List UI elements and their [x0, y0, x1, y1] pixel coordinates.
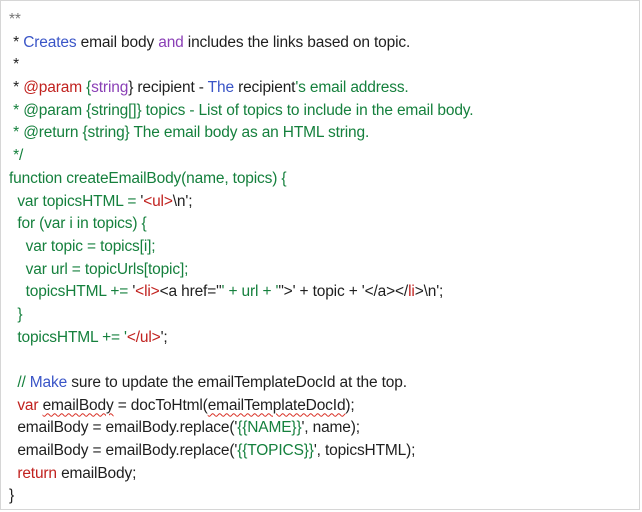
- misspelled-token: emailTemplateDocId: [207, 396, 346, 414]
- code-token: <a href=": [159, 283, 222, 301]
- code-token: and: [158, 33, 184, 51]
- code-line[interactable]: *: [9, 54, 473, 77]
- code-line[interactable]: var url = topicUrls[topic];: [9, 259, 473, 282]
- code-token: The: [207, 79, 234, 97]
- code-token: function createEmailBody(name, topics) {: [9, 169, 287, 187]
- code-line[interactable]: var emailBody = docToHtml(emailTemplateD…: [9, 395, 473, 418]
- code-token: ';: [160, 328, 168, 346]
- code-token: ">' + topic + '</a></: [278, 283, 409, 301]
- code-token: for (var i in topics) {: [9, 215, 147, 233]
- code-token: * @param {string[]} topics - List of top…: [9, 101, 474, 119]
- code-token: ' + url + ': [221, 283, 279, 301]
- code-token: <ul>: [143, 192, 173, 210]
- code-token: } recipient -: [128, 79, 208, 97]
- code-line[interactable]: function createEmailBody(name, topics) {: [9, 168, 473, 191]
- code-token: *: [9, 56, 20, 74]
- code-token: li: [408, 283, 415, 301]
- code-line[interactable]: */: [9, 145, 473, 168]
- code-token: {: [81, 79, 92, 97]
- code-token: var topicsHTML =: [9, 192, 141, 210]
- code-token: Creates: [23, 33, 77, 51]
- code-line[interactable]: * @param {string} recipient - The recipi…: [9, 77, 473, 100]
- code-line[interactable]: emailBody = emailBody.replace('{{NAME}}'…: [9, 417, 473, 440]
- code-token: ', name);: [301, 419, 360, 437]
- code-token: }: [9, 487, 15, 505]
- code-token: topicsHTML += ': [9, 328, 127, 346]
- code-line[interactable]: var topic = topics[i];: [9, 236, 473, 259]
- code-token: **: [9, 11, 21, 28]
- code-line[interactable]: [9, 349, 473, 372]
- code-line[interactable]: var topicsHTML = '<ul>\n';: [9, 191, 473, 214]
- code-token: var topic = topics[i];: [9, 237, 156, 255]
- code-line[interactable]: topicsHTML += '</ul>';: [9, 327, 473, 350]
- code-line[interactable]: emailBody = emailBody.replace('{{TOPICS}…: [9, 440, 473, 463]
- code-token: topicsHTML +=: [9, 283, 133, 301]
- code-token: return: [9, 464, 57, 482]
- code-token: *: [9, 33, 24, 51]
- code-token: \n';: [172, 192, 193, 210]
- code-token: ': [132, 283, 136, 301]
- code-token: = docToHtml(: [113, 396, 208, 414]
- code-line[interactable]: * Creates email body and includes the li…: [9, 32, 473, 55]
- code-token: */: [9, 147, 24, 165]
- code-line[interactable]: for (var i in topics) {: [9, 213, 473, 236]
- code-token: //: [9, 374, 30, 391]
- code-token: * @return {string} The email body as an …: [9, 124, 370, 142]
- code-token: ', topicsHTML);: [313, 442, 416, 460]
- code-token: sure to update the emailTemplateDocId at…: [67, 374, 407, 391]
- code-line[interactable]: }: [9, 304, 473, 327]
- code-line[interactable]: return emailBody;: [9, 463, 473, 486]
- code-token: emailBody;: [56, 464, 137, 482]
- code-line[interactable]: topicsHTML += '<li><a href="' + url + '"…: [9, 281, 473, 304]
- code-line[interactable]: }: [9, 485, 473, 508]
- misspelled-token: emailBody: [42, 396, 114, 414]
- code-token: );: [345, 396, 355, 414]
- code-token: emailBody = emailBody.replace(': [9, 419, 238, 437]
- code-token: }: [9, 305, 23, 323]
- code-token: @param: [23, 79, 82, 97]
- code-token: emailBody = emailBody.replace(': [9, 442, 238, 460]
- code-token: string: [91, 79, 129, 97]
- code-token: ': [140, 192, 144, 210]
- code-line[interactable]: * @return {string} The email body as an …: [9, 122, 473, 145]
- code-token: </ul>: [126, 328, 161, 346]
- code-token: var url = topicUrls[topic];: [9, 260, 189, 278]
- code-token: {{NAME}}: [237, 419, 302, 437]
- code-block[interactable]: ** * Creates email body and includes the…: [9, 9, 474, 508]
- code-token: *: [9, 79, 24, 97]
- code-token: Make: [29, 374, 68, 391]
- code-token: recipient: [233, 79, 296, 97]
- code-token: {{TOPICS}}: [237, 442, 314, 460]
- code-line[interactable]: **: [9, 9, 473, 32]
- code-line[interactable]: * @param {string[]} topics - List of top…: [9, 100, 473, 123]
- code-token: var: [9, 396, 43, 414]
- code-token: >\n';: [414, 283, 444, 301]
- code-token: 's email address.: [295, 79, 409, 97]
- code-token: includes the links based on topic.: [183, 33, 411, 51]
- code-token: <li>: [135, 283, 160, 301]
- code-token: email body: [76, 33, 159, 51]
- code-line[interactable]: // Make sure to update the emailTemplate…: [9, 372, 473, 395]
